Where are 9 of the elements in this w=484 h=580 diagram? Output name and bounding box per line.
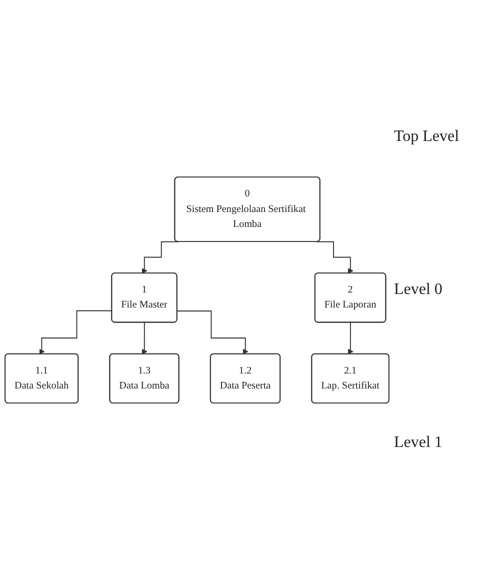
arrow	[176, 310, 248, 354]
arrow	[142, 241, 179, 274]
level-label: Level 0	[394, 280, 444, 299]
arrow	[316, 241, 354, 274]
arrow	[142, 322, 148, 354]
arrow	[39, 310, 112, 354]
arrow	[348, 322, 354, 354]
level-label: Top Level	[394, 128, 460, 146]
level-label: Level 1	[394, 434, 444, 452]
